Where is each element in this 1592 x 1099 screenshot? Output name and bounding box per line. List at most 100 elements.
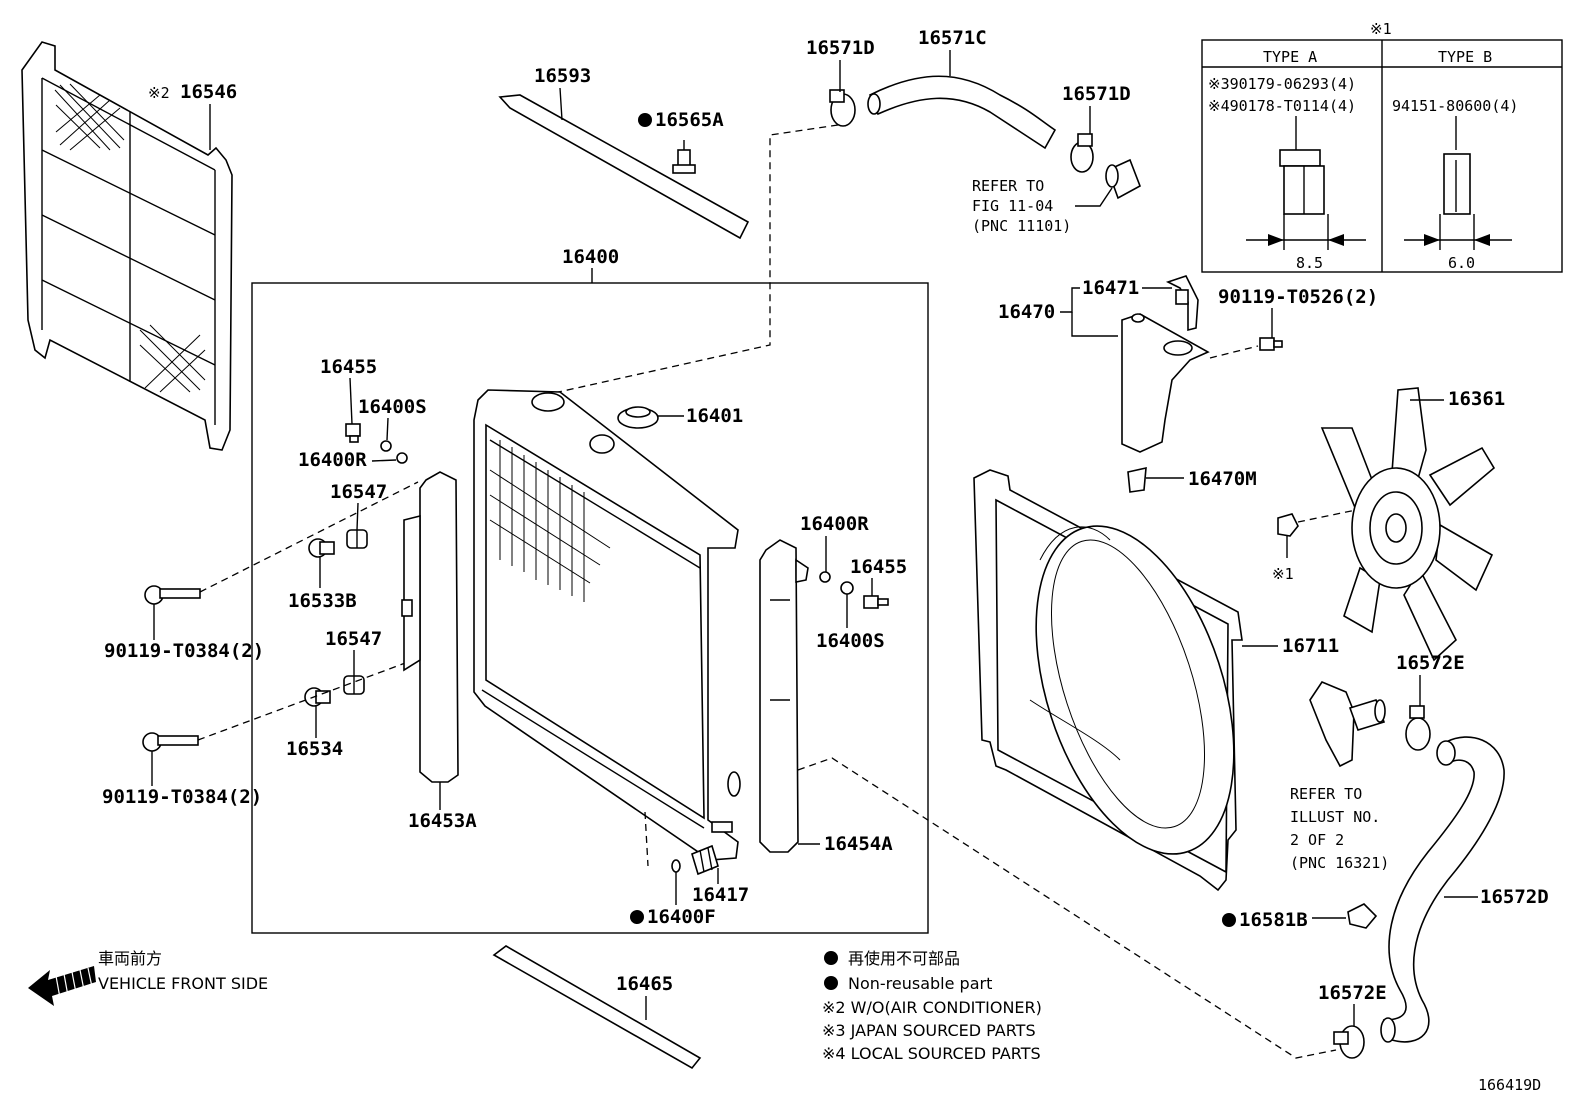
refer-fig-line2: FIG 11-04 — [972, 197, 1053, 215]
refer-illust-line3: 2 OF 2 — [1290, 831, 1344, 849]
vehicle-front-arrow-icon — [28, 966, 96, 1006]
label-16453A: 16453A — [408, 810, 477, 832]
type-a-header: TYPE A — [1263, 48, 1317, 66]
type-a-part2: ※490178-T0114(4) — [1208, 97, 1356, 115]
diagram-id: 166419D — [1478, 1076, 1541, 1094]
label-16455-a: 16455 — [320, 356, 377, 378]
leader-hose-radiator — [544, 124, 839, 396]
label-16417: 16417 — [692, 884, 749, 906]
label-16572D: 16572D — [1480, 886, 1549, 908]
side-support-16453A — [401, 471, 459, 783]
type-table — [1201, 39, 1563, 273]
legend-non-reusable-jp: 再使用不可部品 — [848, 949, 960, 968]
side-support-16454A — [759, 539, 809, 853]
refer-fig-line1: REFER TO — [972, 177, 1044, 195]
label-16534: 16534 — [286, 738, 343, 760]
label-16581B: 16581B — [1239, 909, 1308, 931]
type-b-dim: 6.0 — [1448, 254, 1475, 272]
type-a-part1: ※390179-06293(4) — [1208, 75, 1356, 93]
radiator-16400 — [473, 389, 741, 861]
non-reusable-dot-16581B — [1222, 913, 1236, 927]
label-16400S-b: 16400S — [816, 630, 885, 652]
legend-dot-en — [824, 976, 838, 990]
radiator-assy-box — [251, 282, 929, 934]
label-16711: 16711 — [1282, 635, 1339, 657]
label-bolt-a: 90119-T0384(2) — [104, 640, 264, 662]
label-16533B: 16533B — [288, 590, 357, 612]
cap-16470M — [1127, 466, 1147, 493]
label-16454A: 16454A — [824, 833, 893, 855]
collar-16533B — [308, 538, 335, 558]
label-16547-b: 16547 — [325, 628, 382, 650]
grille-screen-16546 — [21, 41, 233, 451]
label-16546-note: ※2 — [148, 84, 170, 102]
leader-drain — [644, 811, 649, 867]
grommet-16400R-b — [819, 571, 831, 583]
bolt-90119-T0526 — [1259, 337, 1283, 351]
bolt-16455-b — [863, 595, 889, 609]
washer-16400S-b — [840, 581, 854, 595]
type-a-dim: 8.5 — [1296, 254, 1323, 272]
label-bolt-b: 90119-T0384(2) — [102, 786, 262, 808]
label-16593: 16593 — [534, 65, 591, 87]
label-fan-nut-note: ※1 — [1272, 565, 1294, 583]
label-16400: 16400 — [562, 246, 619, 268]
lower-hose-16572D — [1380, 736, 1505, 1043]
clamp-16581B — [1347, 903, 1378, 929]
bolt-90119-T0384-b — [142, 732, 199, 752]
type-table-marker: ※1 — [1370, 20, 1392, 38]
label-16546: 16546 — [180, 81, 237, 103]
fan-shroud-16711 — [973, 469, 1243, 892]
label-16470: 16470 — [998, 301, 1055, 323]
label-16400R-a: 16400R — [298, 449, 367, 471]
label-16400F: 16400F — [647, 906, 716, 928]
cushion-16547-a — [346, 529, 368, 549]
type-b-nut — [1404, 116, 1512, 250]
water-inlet — [1309, 681, 1386, 768]
type-a-nut — [1246, 116, 1366, 250]
hose-clamp-16571D-a — [829, 89, 856, 127]
label-16572E-a: 16572E — [1396, 652, 1465, 674]
front-direction-en: VEHICLE FRONT SIDE — [98, 974, 268, 993]
upper-hose-16571C — [867, 75, 1057, 150]
hose-clamp-16572E-a — [1405, 705, 1431, 751]
label-16571D-b: 16571D — [1062, 83, 1131, 105]
label-16400R-b: 16400R — [800, 513, 869, 535]
reservoir-hose-16471 — [1165, 275, 1199, 332]
radiator-cap-16401 — [617, 406, 659, 429]
label-16572E-b: 16572E — [1318, 982, 1387, 1004]
type-b-header: TYPE B — [1438, 48, 1492, 66]
refer-illust-line1: REFER TO — [1290, 785, 1362, 803]
hose-clamp-16572E-b — [1333, 1025, 1365, 1059]
label-16547-a: 16547 — [330, 481, 387, 503]
label-90119-T0526: 90119-T0526(2) — [1218, 286, 1378, 308]
seal-bar-16593 — [498, 94, 750, 240]
front-direction-jp: 車両前方 — [98, 949, 162, 968]
collar-16534 — [304, 687, 331, 707]
fan-16361 — [1320, 387, 1496, 662]
legend-dot-jp — [824, 951, 838, 965]
label-16400S-a: 16400S — [358, 396, 427, 418]
type-b-part: 94151-80600(4) — [1392, 97, 1518, 115]
legend-note4: ※4 LOCAL SOURCED PARTS — [822, 1044, 1041, 1063]
fan-nut — [1277, 513, 1299, 537]
label-16401: 16401 — [686, 405, 743, 427]
refer-illust-line2: ILLUST NO. — [1290, 808, 1380, 826]
refer-fig-line3: (PNC 11101) — [972, 217, 1071, 235]
label-16471: 16471 — [1082, 277, 1139, 299]
label-16565A: 16565A — [655, 109, 724, 131]
clip-16565A — [672, 140, 696, 174]
legend-note2: ※2 W/O(AIR CONDITIONER) — [822, 998, 1042, 1017]
washer-16400S-a — [380, 440, 392, 452]
label-16571D-a: 16571D — [806, 37, 875, 59]
leader-radiator-lowerhose — [797, 757, 1337, 1059]
hose-clamp-16571D-b — [1070, 133, 1094, 173]
reservoir-tank-16470 — [1121, 313, 1210, 453]
label-16470M: 16470M — [1188, 468, 1257, 490]
bolt-16455-a — [345, 423, 361, 443]
bolt-90119-T0384-a — [144, 585, 201, 605]
refer-illust-line4: (PNC 16321) — [1290, 854, 1389, 872]
seal-16465 — [492, 945, 702, 1070]
label-16361: 16361 — [1448, 388, 1505, 410]
